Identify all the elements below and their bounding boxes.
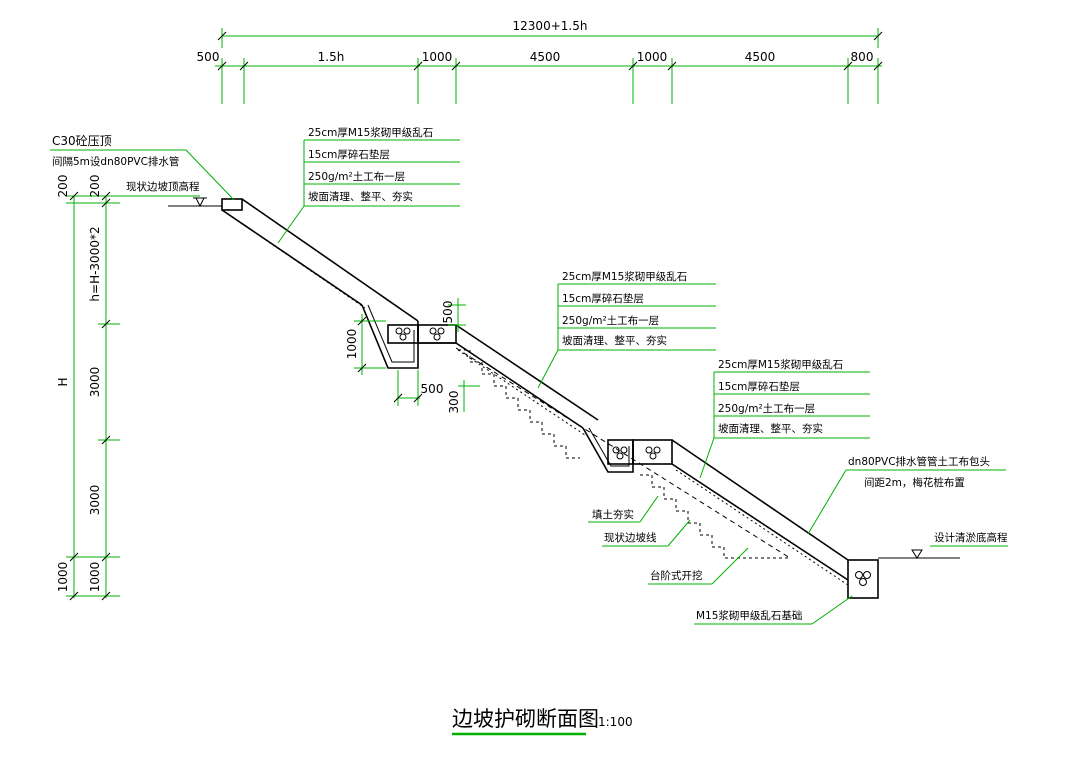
title-scale: 1:100 (598, 715, 633, 729)
vdim-1000b: 1000 (88, 562, 102, 593)
layer2-masonry: 25cm厚M15浆砌甲级乱石 (562, 270, 687, 283)
label-c30-cap: C30砼压顶 (52, 134, 112, 148)
label-step-excavation: 台阶式开挖 (650, 569, 703, 582)
layer3-gravel: 15cm厚碎石垫层 (718, 380, 800, 393)
label-drain-pipe: dn80PVC排水管管土工布包头 (848, 455, 990, 468)
dim-seg-4500a: 4500 (530, 50, 561, 64)
layer1-gravel: 15cm厚碎石垫层 (308, 148, 390, 161)
dim-seg-4500b: 4500 (745, 50, 776, 64)
vdim-3000b: 3000 (88, 485, 102, 516)
trench-dims: 1000 500 500 300 (345, 298, 480, 413)
slope-structure (221, 198, 960, 599)
vdim-3000a: 3000 (88, 367, 102, 398)
drawing-title: 边坡护砌断面图 1:100 (452, 707, 633, 736)
label-foundation: M15浆砌甲级乱石基础 (696, 609, 802, 622)
label-fill: 填土夯实 (592, 508, 634, 521)
layer1-masonry: 25cm厚M15浆砌甲级乱石 (308, 126, 433, 139)
callout-top-cap: C30砼压顶 间隔5m设dn80PVC排水管 (50, 134, 235, 201)
dim-seg-1000a: 1000 (422, 50, 453, 64)
vdim-H: H (56, 377, 70, 386)
layer3-geotextile: 250g/m²土工布一层 (718, 402, 815, 415)
dim-seg-1000b: 1000 (637, 50, 668, 64)
layer1-clearing: 坡面清理、整平、夯实 (308, 190, 413, 203)
dim-step-300: 300 (447, 391, 461, 414)
callout-layers-3: 25cm厚M15浆砌甲级乱石 15cm厚碎石垫层 250g/m²土工布一层 坡面… (699, 358, 870, 479)
vdim-1000a: 1000 (56, 562, 70, 593)
label-design-bottom: 设计清淤底高程 (934, 531, 1008, 544)
layer2-clearing: 坡面清理、整平、夯实 (562, 334, 667, 347)
label-pvc-interval: 间隔5m设dn80PVC排水管 (52, 155, 179, 168)
label-existing-slope: 现状边坡线 (604, 531, 657, 544)
callout-layers-2: 25cm厚M15浆砌甲级乱石 15cm厚碎石垫层 250g/m²土工布一层 坡面… (537, 270, 716, 389)
callout-drain-pipe: dn80PVC排水管管土工布包头 间距2m，梅花桩布置 (807, 455, 1006, 535)
top-ground: 现状边坡顶高程 (126, 180, 222, 208)
title-main: 边坡护砌断面图 (452, 707, 599, 731)
vdim-200a: 200 (56, 175, 70, 198)
dim-trench-1000: 1000 (345, 329, 359, 360)
layer1-geotextile: 250g/m²土工布一层 (308, 170, 405, 183)
label-existing-top: 现状边坡顶高程 (126, 180, 200, 193)
top-dimension-chain: 12300+1.5h 500 1.5h 1000 4500 1000 4500 … (197, 19, 883, 104)
left-dimension-chain: 200 200 h=H-3000*2 H 3000 3000 1000 1000 (56, 175, 200, 601)
dim-seg-1-5h: 1.5h (318, 50, 345, 64)
vdim-200b: 200 (88, 175, 102, 198)
layer3-clearing: 坡面清理、整平、夯实 (718, 422, 823, 435)
callout-layers-1: 25cm厚M15浆砌甲级乱石 15cm厚碎石垫层 250g/m²土工布一层 坡面… (277, 126, 460, 244)
label-drain-spacing: 间距2m，梅花桩布置 (864, 476, 965, 489)
dim-seg-500: 500 (197, 50, 220, 64)
callout-lower-labels: 填土夯实 现状边坡线 台阶式开挖 M15浆砌甲级乱石基础 设计清淤底高程 (588, 495, 1008, 625)
vdim-h-formula: h=H-3000*2 (88, 226, 102, 301)
layer3-masonry: 25cm厚M15浆砌甲级乱石 (718, 358, 843, 371)
layer2-gravel: 15cm厚碎石垫层 (562, 292, 644, 305)
dim-total: 12300+1.5h (513, 19, 588, 33)
dim-trench-500: 500 (421, 382, 444, 396)
layer2-geotextile: 250g/m²土工布一层 (562, 314, 659, 327)
dim-berm-500: 500 (441, 301, 455, 324)
dim-seg-800: 800 (851, 50, 874, 64)
